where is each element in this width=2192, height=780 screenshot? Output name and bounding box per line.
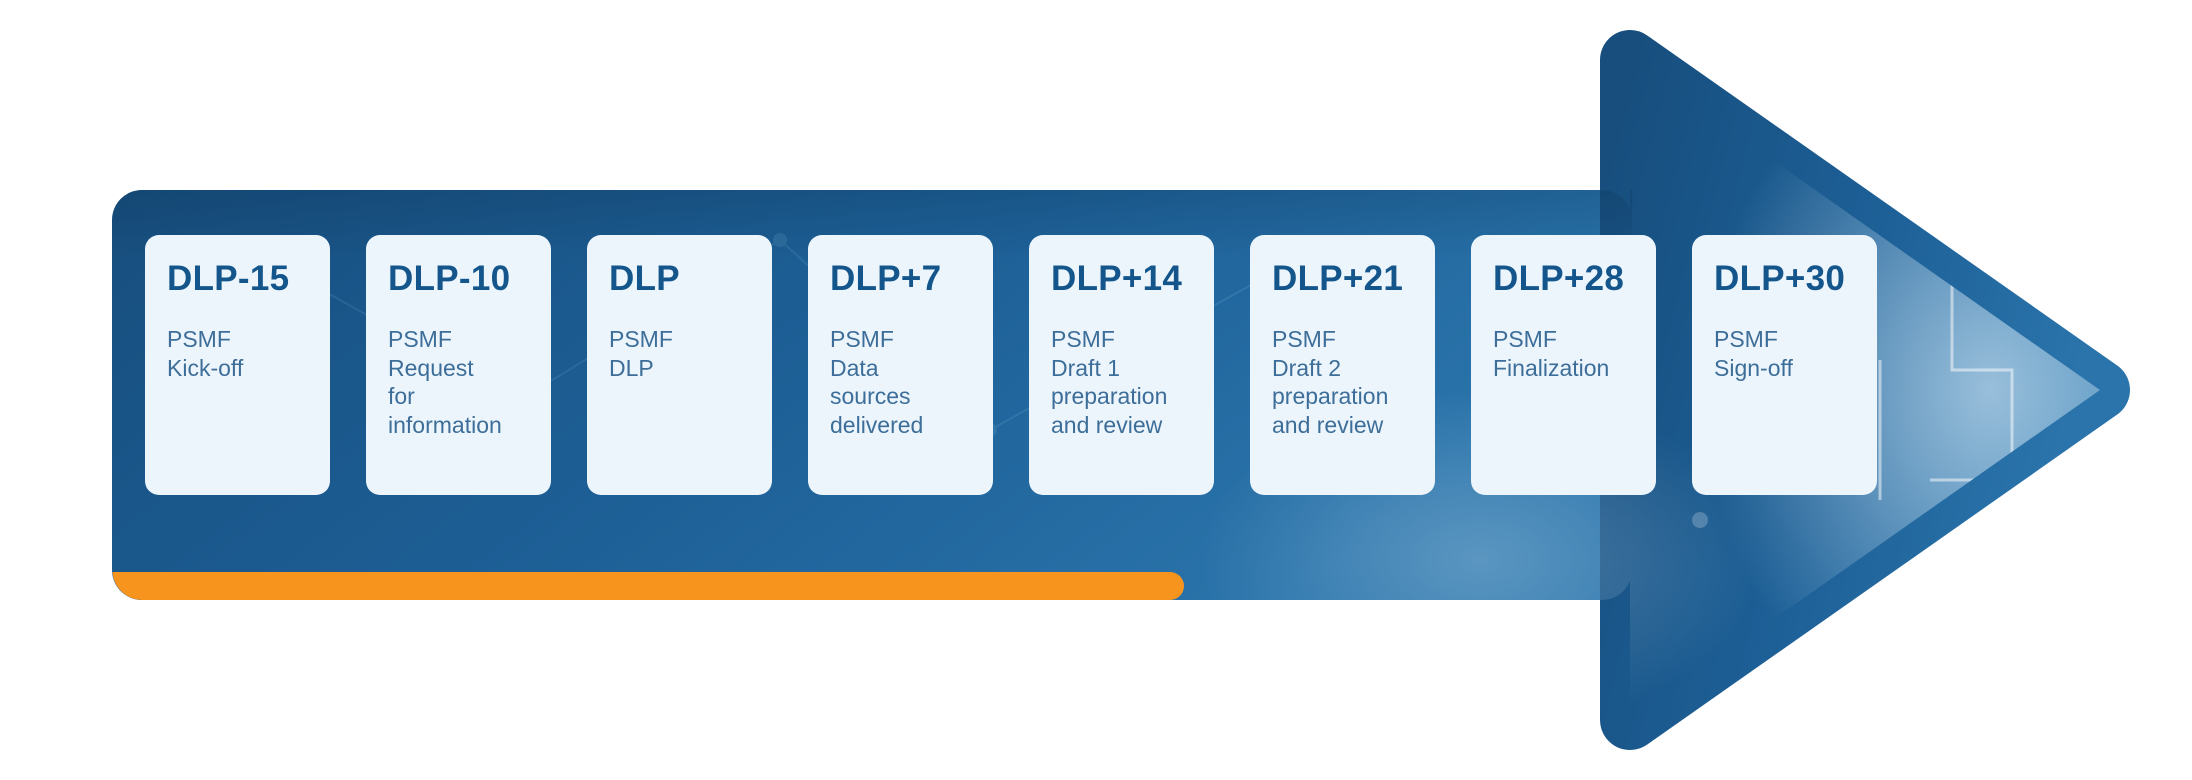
milestone-label: DLP+28 — [1493, 259, 1625, 298]
milestone-card-dlp-15: DLP-15 PSMF Kick-off — [145, 235, 330, 495]
milestone-card-dlp-plus-7: DLP+7 PSMF Data sources delivered — [808, 235, 993, 495]
milestone-label: DLP+21 — [1272, 259, 1404, 298]
milestone-label: DLP-10 — [388, 259, 511, 298]
progress-bar — [112, 572, 1184, 600]
milestone-label: DLP+14 — [1051, 259, 1183, 298]
milestone-description: PSMF Draft 2 preparation and review — [1272, 326, 1389, 438]
milestone-description: PSMF DLP — [609, 326, 673, 381]
milestone-card-dlp: DLP PSMF DLP — [587, 235, 772, 495]
milestone-card-dlp-plus-28: DLP+28 PSMF Finalization — [1471, 235, 1656, 495]
milestone-label: DLP+30 — [1714, 259, 1846, 298]
milestone-label: DLP+7 — [830, 259, 942, 298]
milestone-cards: DLP-15 PSMF Kick-off DLP-10 PSMF Request… — [145, 235, 1877, 495]
milestone-label: DLP-15 — [167, 259, 290, 298]
milestone-description: PSMF Sign-off — [1714, 326, 1793, 381]
milestone-card-dlp-plus-14: DLP+14 PSMF Draft 1 preparation and revi… — [1029, 235, 1214, 495]
milestone-description: PSMF Request for information — [388, 326, 502, 438]
milestone-description: PSMF Data sources delivered — [830, 326, 924, 438]
milestone-description: PSMF Kick-off — [167, 326, 244, 381]
milestone-label: DLP — [609, 259, 680, 298]
milestone-card-dlp-10: DLP-10 PSMF Request for information — [366, 235, 551, 495]
milestone-description: PSMF Draft 1 preparation and review — [1051, 326, 1168, 438]
milestone-description: PSMF Finalization — [1493, 326, 1610, 381]
milestone-card-dlp-plus-30: DLP+30 PSMF Sign-off — [1692, 235, 1877, 495]
milestone-card-dlp-plus-21: DLP+21 PSMF Draft 2 preparation and revi… — [1250, 235, 1435, 495]
